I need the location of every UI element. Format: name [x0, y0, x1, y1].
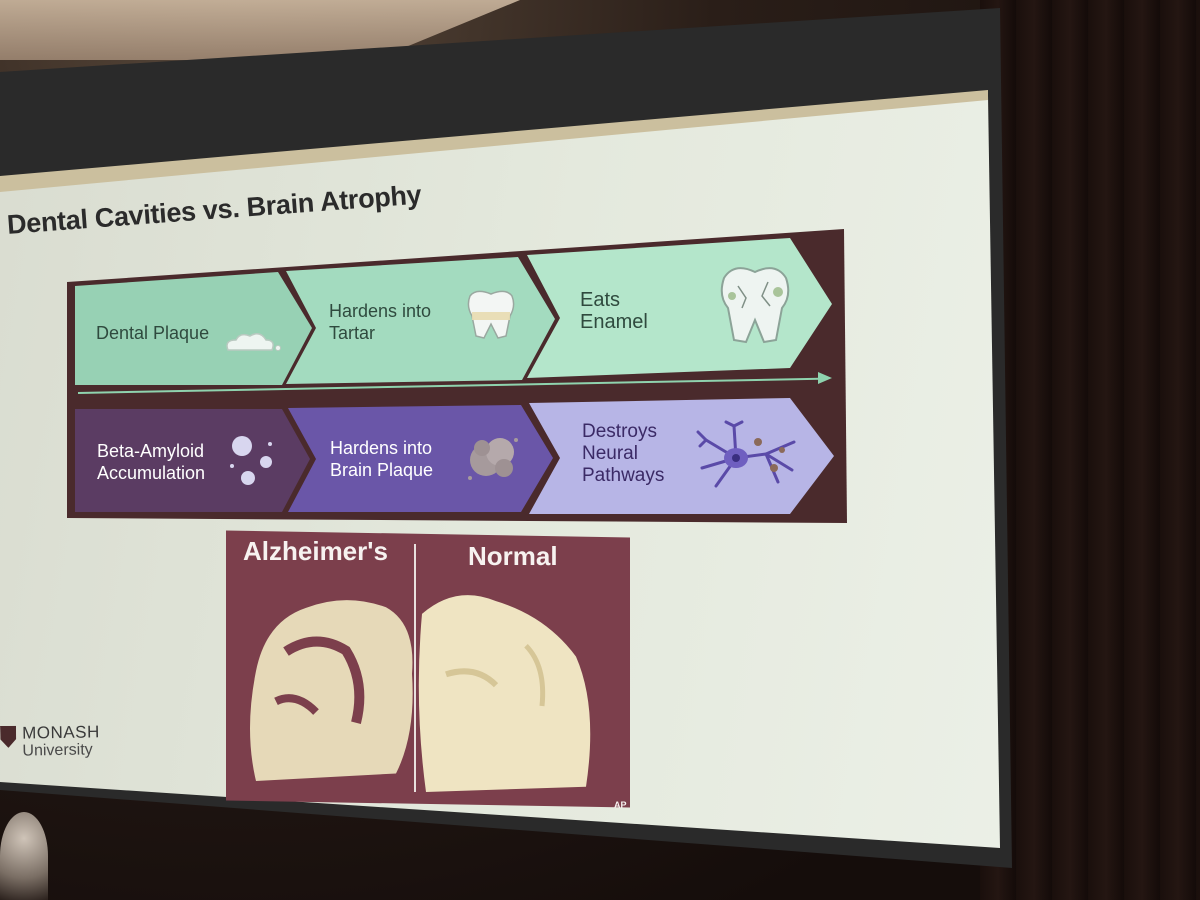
curtain: [980, 0, 1200, 900]
brain-plaque-icon: [468, 438, 518, 480]
logo-subname: University: [22, 741, 93, 760]
label-neural-pathways: Destroys Neural Pathways: [582, 421, 665, 486]
photo-divider: [414, 544, 416, 792]
brain-sections-image: [250, 595, 591, 792]
neuron-icon: [696, 420, 796, 488]
tooth-tartar-icon: [467, 290, 515, 339]
label-beta-amyloid: Beta-Amyloid Accumulation: [97, 441, 206, 483]
label-hardens-tartar: Hardens into Tartar: [329, 301, 432, 343]
logo-name: MONASH: [21, 722, 100, 743]
timeline-arrow-head: [818, 372, 832, 384]
decayed-tooth-icon: [720, 267, 790, 344]
label-dental-plaque: Dental Plaque: [96, 323, 210, 343]
audience-head: [0, 812, 48, 900]
label-eats-enamel: Eats Enamel: [580, 289, 648, 333]
plaque-icon: [226, 333, 281, 351]
brain-comparison-photo: [226, 530, 630, 808]
label-normal: Normal: [468, 541, 558, 571]
label-brain-plaque: Hardens into Brain Plaque: [330, 438, 434, 480]
photo-credit: AP: [614, 800, 627, 810]
amyloid-particles-icon: [230, 436, 272, 485]
label-alzheimers: Alzheimer's: [243, 536, 388, 566]
